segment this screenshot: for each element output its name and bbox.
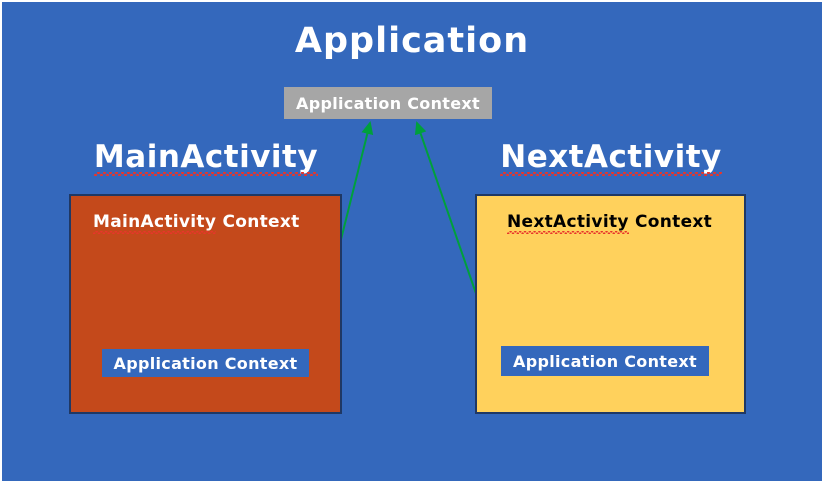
- next-activity-box[interactable]: NextActivity Context Application Context: [475, 194, 746, 414]
- main-activity-context-label: MainActivity Context: [93, 212, 300, 234]
- main-activity-title-text: MainActivity: [93, 139, 319, 176]
- application-context-chip[interactable]: Application Context: [284, 87, 492, 119]
- next-activity-title: NextActivity: [475, 139, 747, 176]
- next-activity-title-text: NextActivity: [500, 139, 723, 176]
- next-activity-context-label-suffix: Context: [628, 212, 713, 232]
- main-activity-application-context-chip[interactable]: Application Context: [102, 349, 309, 377]
- next-activity-context-label-misspelled: NextActivity: [507, 212, 629, 234]
- page-title: Application: [294, 21, 530, 61]
- main-activity-context-label-suffix: Context: [216, 212, 300, 232]
- next-activity-application-context-chip[interactable]: Application Context: [501, 346, 709, 376]
- main-activity-box[interactable]: MainActivity Context Application Context: [69, 194, 342, 414]
- main-activity-application-context-chip-label: Application Context: [113, 353, 298, 373]
- main-activity-context-label-misspelled: MainActivity: [93, 212, 217, 234]
- application-context-chip-label: Application Context: [296, 93, 480, 113]
- next-activity-application-context-chip-label: Application Context: [513, 351, 697, 371]
- next-activity-context-label: NextActivity Context: [507, 212, 713, 234]
- main-activity-title: MainActivity: [70, 139, 342, 176]
